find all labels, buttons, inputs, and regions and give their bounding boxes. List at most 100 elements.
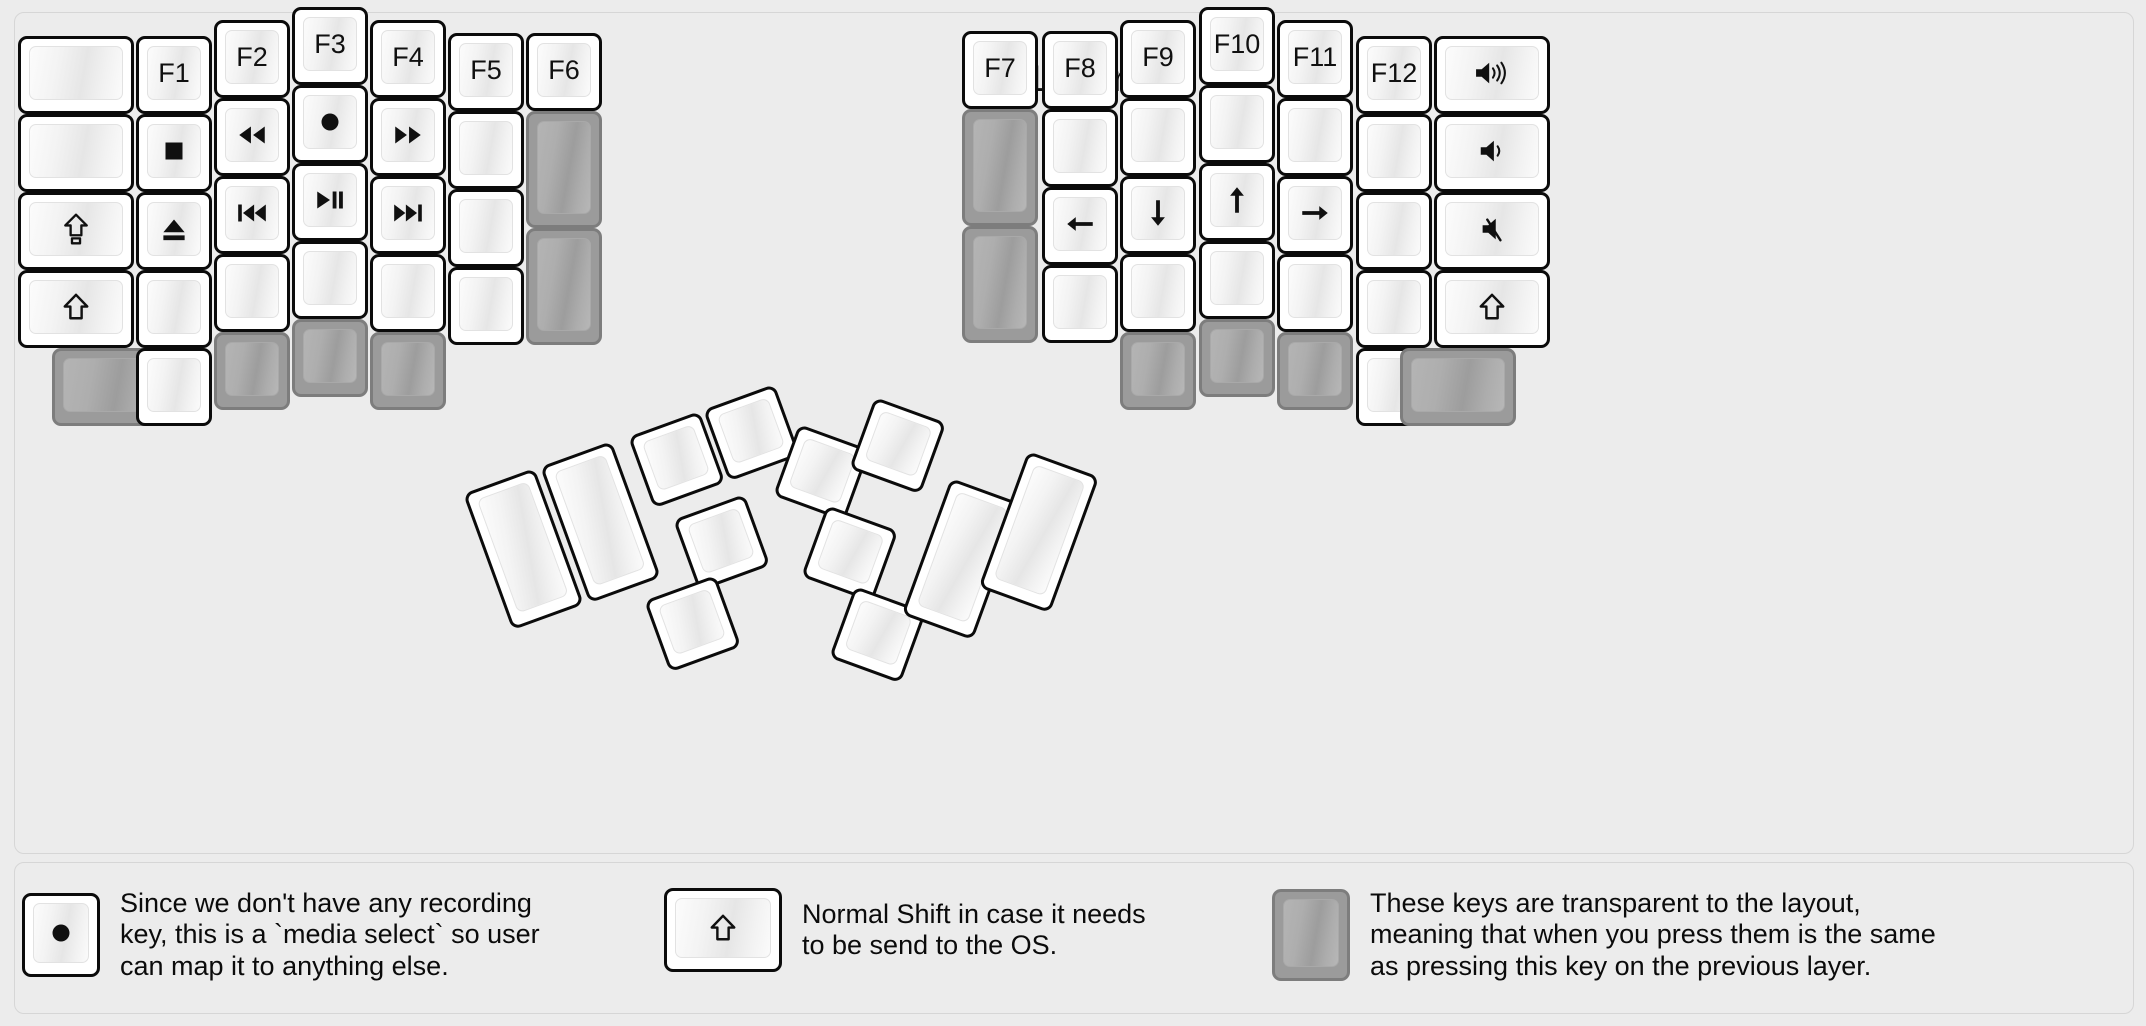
col-outer-right-key-4[interactable] [1400,348,1516,426]
arrow-right-icon [1298,196,1332,230]
col-outer-right-key-0[interactable] [1434,36,1550,114]
keycap-surface [973,119,1027,212]
keycap-surface [537,238,591,331]
col-outer-left-key-1[interactable] [18,114,134,192]
col-f2-key-1[interactable] [214,98,290,176]
col-f4-key-2[interactable] [370,176,446,254]
col-outer-right-key-2[interactable] [1434,192,1550,270]
keycap-body [448,267,524,345]
col-outer-left-key-2[interactable] [18,192,134,270]
keycap-label: F12 [1370,57,1418,88]
col-f4-key-3[interactable] [370,254,446,332]
col-f10-key-4[interactable] [1199,319,1275,397]
col-f9-key-4[interactable] [1120,332,1196,410]
col-f10-key-1[interactable] [1199,85,1275,163]
keycap-surface [303,95,357,149]
col-f1-key-2[interactable] [136,192,212,270]
fast-forward-icon [391,118,425,152]
legend-keycap-2[interactable] [1272,888,1350,981]
col-f7-key-2[interactable] [962,226,1038,343]
keycap-surface [1445,124,1539,178]
keycap-surface: F5 [459,43,513,97]
col-f3-key-2[interactable] [292,163,368,241]
legend-text-1: Normal Shift in case it needs to be send… [802,898,1146,960]
keycap-surface [147,202,201,256]
col-f4-key-1[interactable] [370,98,446,176]
col-f9-key-1[interactable] [1120,98,1196,176]
col-f12-key-3[interactable] [1356,270,1432,348]
col-f10-key-0[interactable]: F10 [1199,7,1275,85]
col-f8-key-1[interactable] [1042,109,1118,187]
keycap-surface [1131,186,1185,240]
col-f9-key-2[interactable] [1120,176,1196,254]
col-f5-key-0[interactable]: F5 [448,33,524,111]
col-f6-key-2[interactable] [526,228,602,345]
col-f1-key-4[interactable] [136,348,212,426]
keycap-label: F5 [470,54,502,85]
col-f2-key-3[interactable] [214,254,290,332]
legend-keycap-0[interactable] [22,892,100,977]
keycap-body [292,85,368,163]
keycap-surface [1445,46,1539,100]
col-f4-key-0[interactable]: F4 [370,20,446,98]
keycap-surface: F1 [147,46,201,100]
col-f11-key-4[interactable] [1277,332,1353,410]
col-outer-right-key-3[interactable] [1434,270,1550,348]
keycap-surface [1367,124,1421,178]
col-f8-key-2[interactable] [1042,187,1118,265]
col-f5-key-1[interactable] [448,111,524,189]
keycap-body [664,888,782,972]
keycap-body [1272,888,1350,981]
legend-key-2 [1272,888,1350,981]
previous-track-icon [235,196,269,230]
col-f10-key-3[interactable] [1199,241,1275,319]
keycap-surface [1053,197,1107,251]
keycap-surface [33,902,89,963]
volume-mute-icon [1478,214,1506,244]
col-f12-key-0[interactable]: F12 [1356,36,1432,114]
col-f1-key-3[interactable] [136,270,212,348]
col-f11-key-3[interactable] [1277,254,1353,332]
col-f2-key-2[interactable] [214,176,290,254]
col-f4-key-4[interactable] [370,332,446,410]
col-f6-key-1[interactable] [526,111,602,228]
shift-icon [708,912,738,944]
keycap-body [1120,254,1196,332]
col-f12-key-1[interactable] [1356,114,1432,192]
legend-keycap-1[interactable] [664,888,782,972]
col-f3-key-3[interactable] [292,241,368,319]
keycap-label: F4 [392,41,424,72]
col-f8-key-3[interactable] [1042,265,1118,343]
col-f10-key-2[interactable] [1199,163,1275,241]
col-outer-left-key-0[interactable] [18,36,134,114]
col-f3-key-1[interactable] [292,85,368,163]
col-f1-key-1[interactable] [136,114,212,192]
col-f5-key-2[interactable] [448,189,524,267]
keycap-surface: F10 [1210,17,1264,71]
col-f11-key-2[interactable] [1277,176,1353,254]
col-f2-key-4[interactable] [214,332,290,410]
keycap-surface [1288,186,1342,240]
col-f9-key-0[interactable]: F9 [1120,20,1196,98]
col-f3-key-4[interactable] [292,319,368,397]
col-f6-key-0[interactable]: F6 [526,33,602,111]
keycap-body [1356,114,1432,192]
keycap-body [1199,241,1275,319]
arrow-down-icon [1141,196,1175,230]
col-f7-key-1[interactable] [962,109,1038,226]
keycap-surface [686,507,756,575]
col-f1-key-0[interactable]: F1 [136,36,212,114]
col-f11-key-0[interactable]: F11 [1277,20,1353,98]
col-f12-key-2[interactable] [1356,192,1432,270]
keycap-body [214,254,290,332]
col-f8-key-0[interactable]: F8 [1042,31,1118,109]
col-f11-key-1[interactable] [1277,98,1353,176]
col-f5-key-3[interactable] [448,267,524,345]
legend-item-2: These keys are transparent to the layout… [1272,888,1936,982]
col-outer-right-key-1[interactable] [1434,114,1550,192]
col-f3-key-0[interactable]: F3 [292,7,368,85]
col-f2-key-0[interactable]: F2 [214,20,290,98]
col-f9-key-3[interactable] [1120,254,1196,332]
col-outer-left-key-3[interactable] [18,270,134,348]
col-f7-key-0[interactable]: F7 [962,31,1038,109]
